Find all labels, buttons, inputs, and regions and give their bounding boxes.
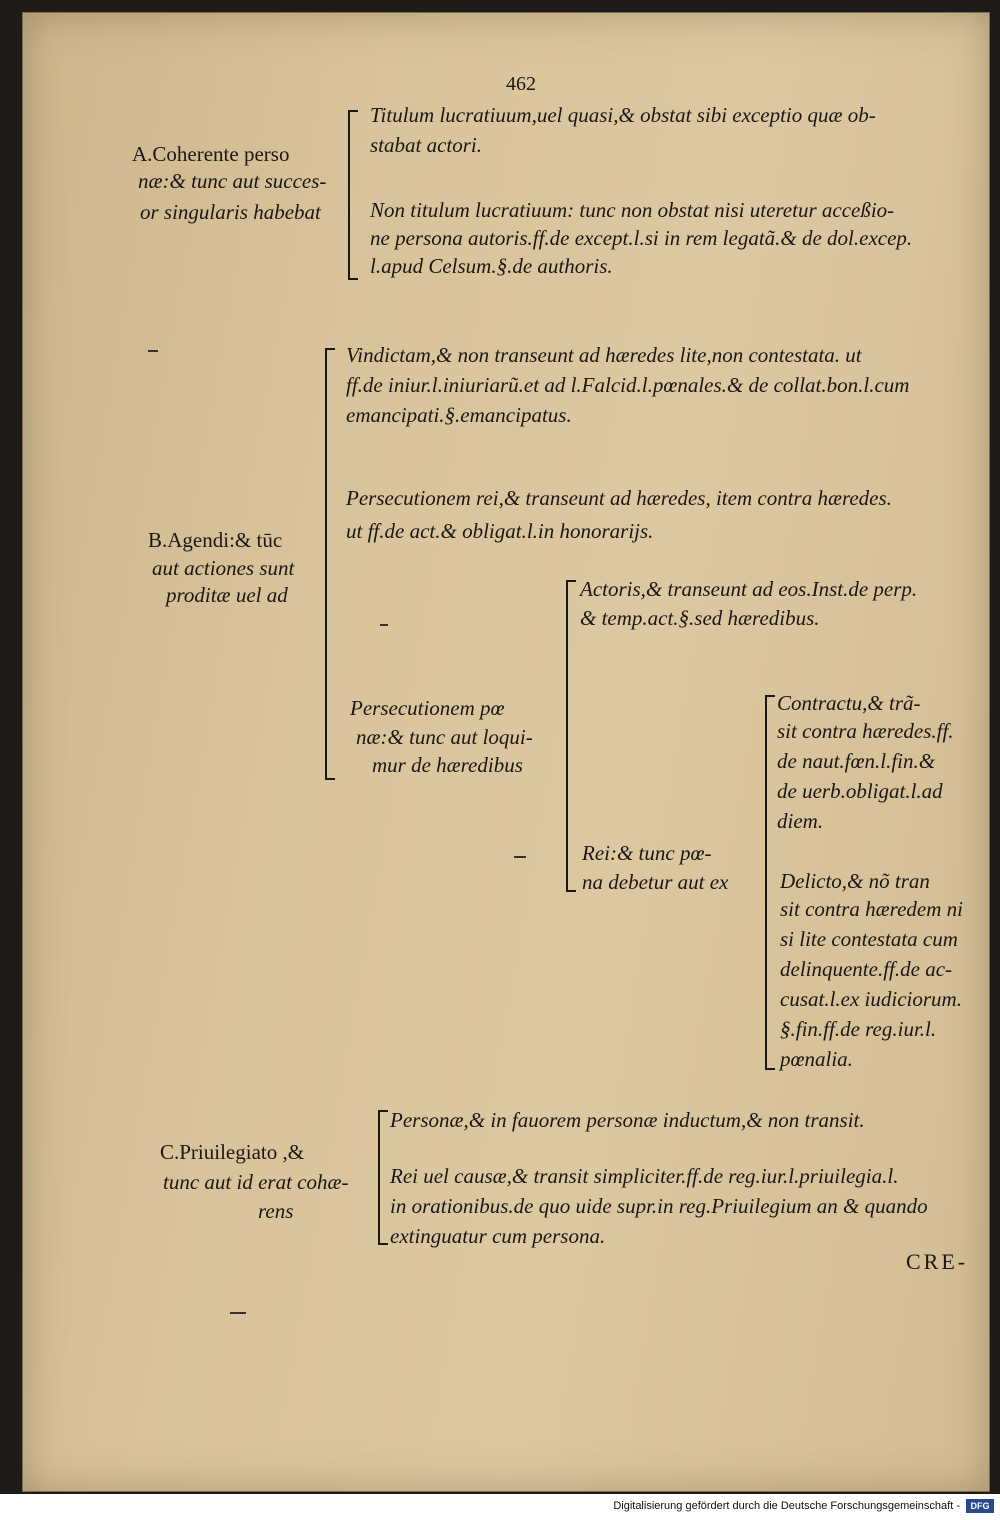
ink-mark [380,624,388,626]
persecutionem-rei-line1: Persecutionem rei,& transeunt ad hæredes… [346,486,892,510]
contractu-line5: diem. [777,809,824,833]
ink-mark [514,856,526,858]
delicto-line5: cusat.l.ex iudiciorum. [780,987,962,1011]
page-number: 462 [506,73,536,95]
footer-credit: Digitalisierung gefördert durch die Deut… [613,1500,960,1512]
actoris-line1: Actoris,& transeunt ad eos.Inst.de perp. [580,577,918,601]
ink-mark [148,350,158,352]
bracket-a [348,110,358,280]
bracket-poenae [566,580,576,892]
a-branch2-line2: ne persona autoris.ff.de except.l.si in … [370,226,913,250]
vindictam-line3: emancipati.§.emancipatus. [346,403,572,427]
a-branch1-line2: stabat actori. [370,133,483,157]
actoris-line2: & temp.act.§.sed hæredibus. [580,606,820,630]
c-rei-causae-line2: in orationibus.de quo uide supr.in reg.P… [390,1194,928,1218]
contractu-line4: de uerb.obligat.l.ad [777,779,943,803]
dfg-logo: DFG [966,1499,994,1513]
rei-poena-line1: Rei:& tunc pœ- [582,841,712,865]
persecutionem-poenae-line3: mur de hæredibus [372,753,523,777]
a-branch1-line1: Titulum lucratiuum,uel quasi,& obstat si… [370,103,876,127]
c-rei-causae-line3: extinguatur cum persona. [390,1224,606,1248]
contractu-line1: Contractu,& trã- [777,691,921,715]
c-rei-causae-line1: Rei uel causæ,& transit simpliciter.ff.d… [390,1164,899,1188]
bracket-rei [765,695,775,1070]
delicto-line1: Delicto,& nõ tran [780,869,930,893]
delicto-line7: pœnalia. [780,1047,853,1071]
section-c-label-line2: tunc aut id erat cohæ- [163,1170,349,1194]
c-personae-line1: Personæ,& in fauorem personæ inductum,& … [390,1108,865,1132]
footer-bar [0,1494,1000,1520]
book-page [22,12,990,1492]
contractu-line3: de naut.fœn.l.fin.& [777,749,936,773]
delicto-line4: delinquente.ff.de ac- [780,957,953,981]
contractu-line2: sit contra hæredes.ff. [777,719,954,743]
persecutionem-rei-line2: ut ff.de act.& obligat.l.in honorarijs. [346,519,654,543]
section-c-label-line1: C.Priuilegiato ,& [160,1140,305,1164]
delicto-line6: §.fin.ff.de reg.iur.l. [780,1017,937,1041]
section-b-label-line2: aut actiones sunt [152,556,295,580]
section-b-label-line3: proditæ uel ad [166,583,288,607]
a-branch2-line3: l.apud Celsum.§.de authoris. [370,254,613,278]
vindictam-line1: Vindictam,& non transeunt ad hæredes lit… [346,343,862,367]
section-c-label-line3: rens [258,1199,294,1223]
persecutionem-poenae-line2: næ:& tunc aut loqui- [356,725,533,749]
persecutionem-poenae-line1: Persecutionem pœ [350,696,505,720]
bracket-b [325,348,335,780]
delicto-line3: si lite contestata cum [780,927,958,951]
catchword: CRE- [906,1249,969,1274]
bracket-c [378,1110,388,1245]
vindictam-line2: ff.de iniur.l.iniuriarũ.et ad l.Falcid.l… [346,373,910,397]
ink-mark [230,1312,246,1314]
section-a-label-line2: næ:& tunc aut succes- [138,169,327,193]
delicto-line2: sit contra hæredem ni [780,897,963,921]
section-b-label-line1: B.Agendi:& tūc [148,528,283,552]
a-branch2-line1: Non titulum lucratiuum: tunc non obstat … [370,198,895,222]
section-a-label-line3: or singularis habebat [140,200,321,224]
rei-poena-line2: na debetur aut ex [582,870,729,894]
section-a-label-line1: A.Coherente perso [132,142,290,166]
